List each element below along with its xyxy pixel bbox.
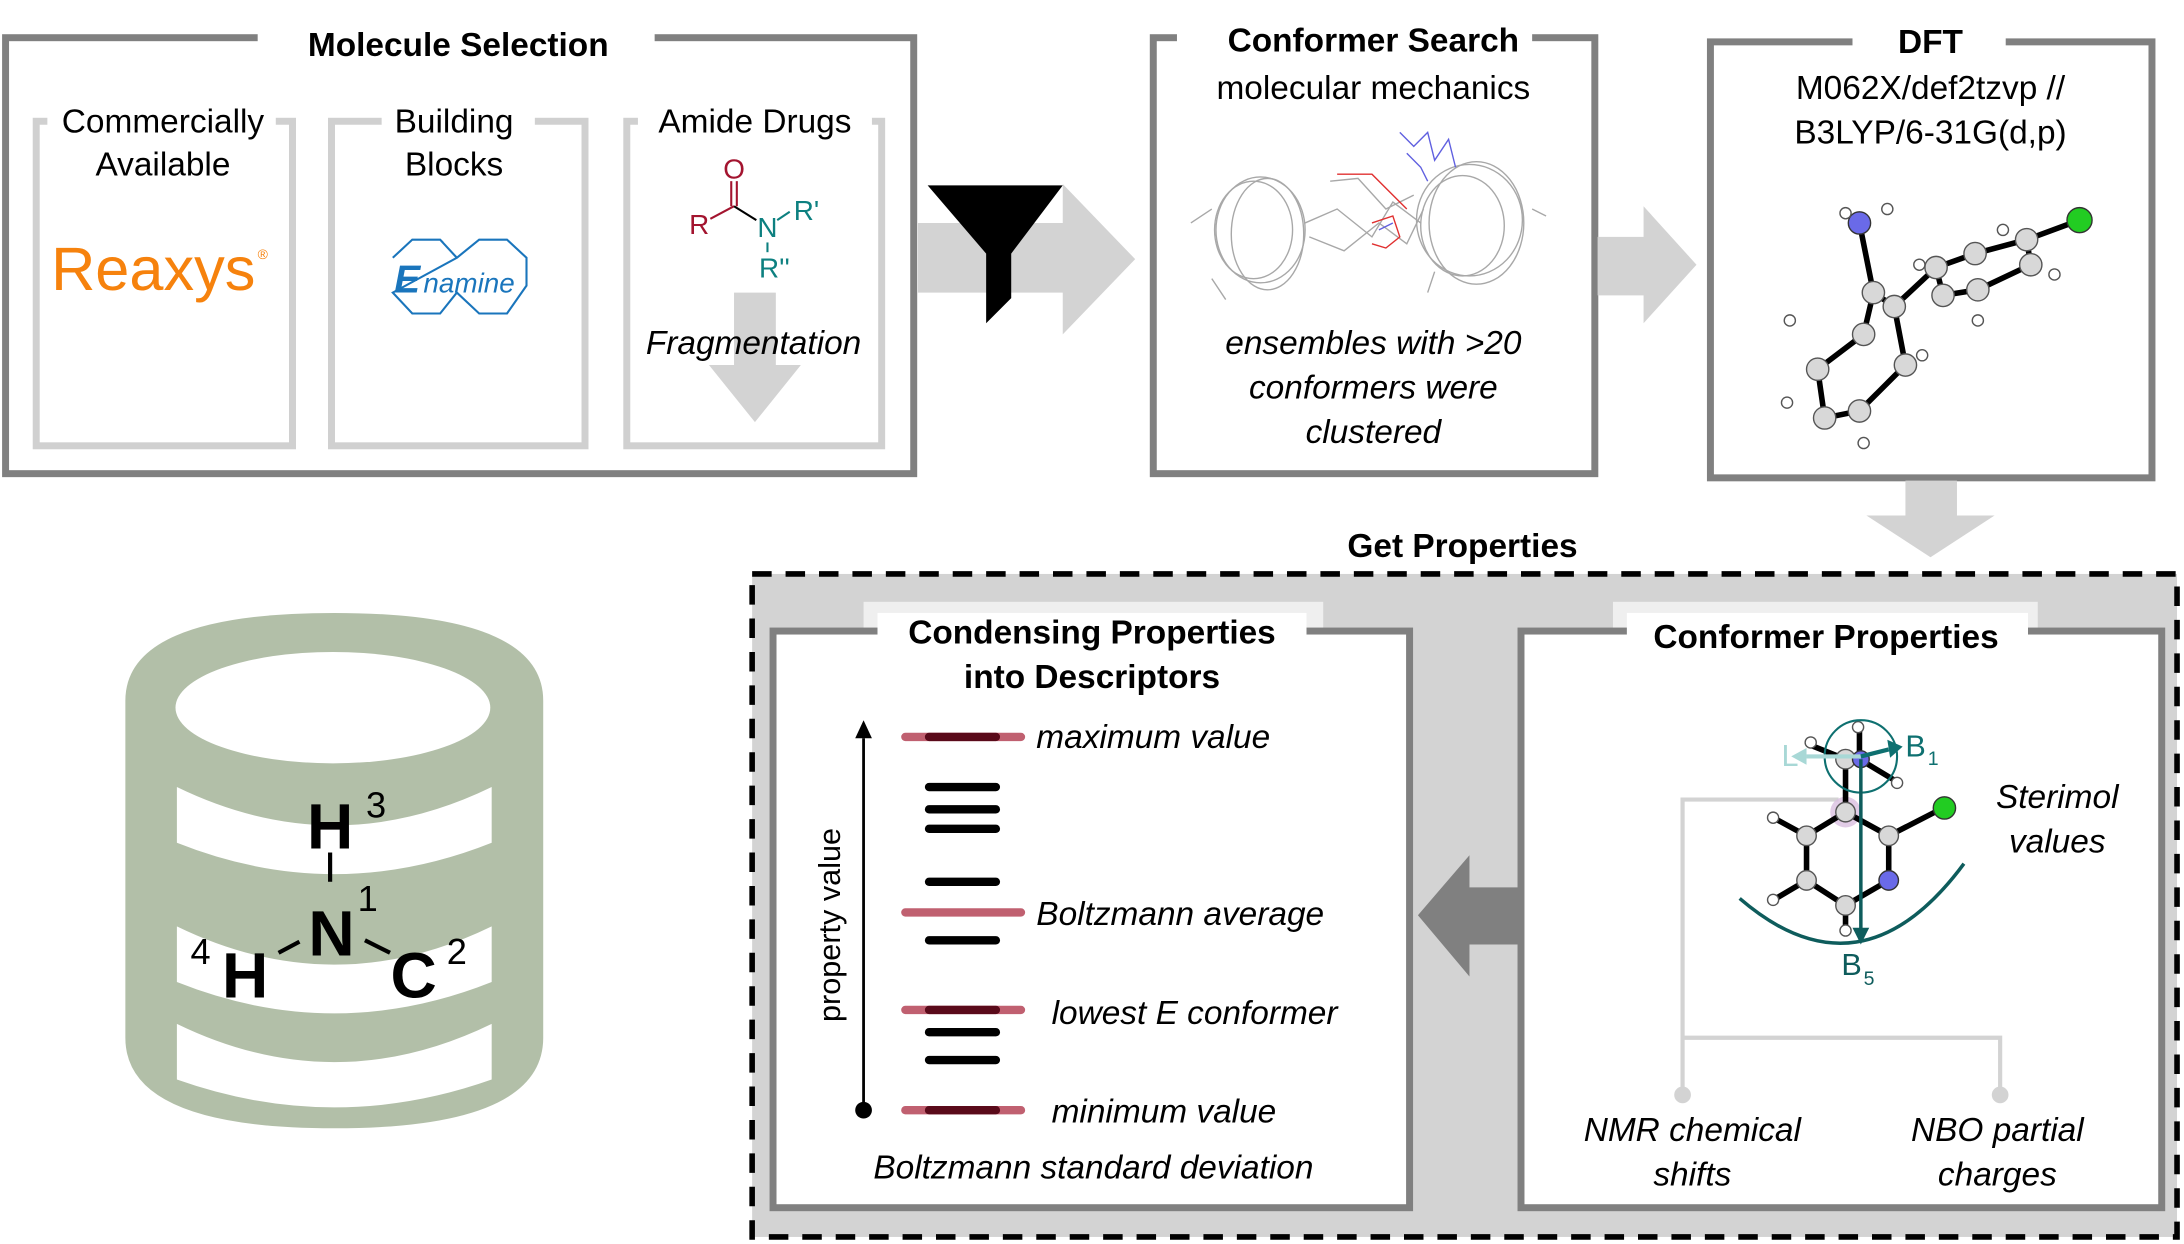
source-label-line1: Building: [395, 103, 514, 140]
atom-c2: C: [391, 939, 437, 1011]
b1-label: B: [1905, 729, 1925, 763]
atom-r-double-prime: R'': [759, 252, 790, 283]
descriptor-lowest-e: lowest E conformer: [1052, 995, 1340, 1032]
b5-arc: [1738, 862, 1966, 945]
enamine-logo: E namine: [391, 238, 528, 315]
atom-r: R: [689, 209, 709, 240]
b5-subscript: 5: [1864, 968, 1875, 990]
nitrogen-atom: [1847, 211, 1872, 235]
descriptor-std: Boltzmann standard deviation: [873, 1149, 1313, 1186]
reaxys-logo: Reaxys ®: [51, 235, 269, 303]
sterimol-annotations: L B 1 B 5: [1738, 719, 1966, 990]
condensing-panel: Condensing Properties into Descriptors p…: [769, 612, 1414, 1212]
atom-c2-number: 2: [447, 931, 467, 972]
nmr-node-dot: [1674, 1086, 1691, 1104]
dft-panel: DFT M062X/def2tzvp // B3LYP/6-31G(d,p): [1706, 24, 2156, 482]
enamine-logo-text: namine: [423, 268, 514, 299]
right-arrow-icon: [1597, 206, 1697, 324]
conformer-note-line2: conformers were: [1249, 369, 1498, 406]
chlorine-atom: [1932, 796, 1957, 820]
enamine-logo-e: E: [394, 259, 421, 302]
reaxys-logo-text: Reaxys: [51, 235, 255, 303]
down-arrow-icon: [1866, 480, 1995, 558]
nbo-line1: NBO partial: [1911, 1112, 2085, 1149]
nmr-line2: shifts: [1653, 1156, 1731, 1193]
conformer-search-box: [1149, 34, 1599, 478]
source-label-line2: Blocks: [405, 147, 503, 184]
atom-h3: H: [307, 790, 353, 862]
source-amide-drugs: Amide Drugs O R N R' R'' Fragmentation: [623, 100, 886, 450]
database-molecule: H 3 N 1 H 4 C 2: [191, 785, 467, 1012]
b1-arrow-icon: [1887, 739, 1903, 758]
molecule-selection-panel: Molecule Selection Commercially Availabl…: [2, 20, 918, 478]
filter-step: [917, 183, 1136, 335]
atom-n1: N: [308, 898, 354, 970]
source-label-line1: Commercially: [62, 103, 265, 140]
get-properties-panel: Condensing Properties into Descriptors p…: [749, 571, 2180, 1240]
molecule-selection-title: Molecule Selection: [308, 27, 609, 64]
right-arrow-icon: [917, 183, 1136, 335]
dft-title: DFT: [1898, 24, 1964, 61]
amide-structure: O R N R' R'': [689, 153, 819, 283]
fragmentation-label: Fragmentation: [646, 325, 861, 362]
sterimol-line2: values: [2009, 824, 2106, 861]
optimized-molecule-image: [1780, 202, 2093, 450]
source-label-line1: Amide Drugs: [658, 103, 851, 140]
nmr-line1: NMR chemical: [1584, 1112, 1803, 1149]
source-commercially-available: Commercially Available Reaxys ®: [32, 100, 296, 450]
atom-h3-number: 3: [366, 785, 386, 826]
dft-method-line2: B3LYP/6-31G(d,p): [1794, 115, 2066, 152]
property-tree-lines: [1680, 797, 2003, 1093]
source-building-blocks: Building Blocks E namine: [328, 100, 589, 450]
conformer-bars: [901, 732, 1026, 1115]
atom-nitrogen: N: [757, 212, 777, 243]
conformer-note-line3: clustered: [1306, 414, 1443, 451]
atom-h4-number: 4: [191, 931, 211, 972]
dft-method-line1: M062X/def2tzvp //: [1796, 70, 2066, 107]
axis-origin-dot: [855, 1101, 872, 1119]
b5-arrow-icon: [1852, 927, 1870, 945]
atom-r-prime: R': [794, 195, 819, 226]
axis-label: property value: [813, 828, 847, 1022]
source-box: [328, 117, 589, 450]
l-label: L: [1781, 739, 1798, 773]
conformer-properties-panel: Conformer Properties: [1517, 612, 2166, 1212]
condensing-box: [769, 627, 1414, 1212]
get-properties-title: Get Properties: [1347, 528, 1577, 565]
source-label-line2: Available: [95, 147, 230, 184]
funnel-icon: [927, 185, 1063, 324]
condensing-title-line2: into Descriptors: [964, 659, 1220, 696]
conformer-search-title: Conformer Search: [1228, 23, 1519, 60]
atom-h4: H: [222, 939, 268, 1011]
sterimol-molecule: [1766, 720, 1957, 937]
hexagon-outline-icon: [391, 238, 528, 315]
registered-mark: ®: [258, 246, 269, 262]
descriptor-average: Boltzmann average: [1036, 896, 1324, 933]
nbo-node-dot: [1991, 1086, 2009, 1104]
database-icon: H 3 N 1 H 4 C 2: [125, 612, 544, 1129]
conformer-search-panel: Conformer Search molecular mechanics ens…: [1149, 20, 1599, 478]
atom-n1-number: 1: [358, 878, 378, 919]
condensing-title-line1: Condensing Properties: [908, 615, 1276, 652]
conformer-properties-title: Conformer Properties: [1653, 619, 1998, 656]
axis-arrow-icon: [855, 720, 872, 739]
descriptor-min: minimum value: [1052, 1094, 1277, 1131]
b1-subscript: 1: [1928, 748, 1939, 770]
conformer-search-subtitle: molecular mechanics: [1216, 70, 1530, 107]
chlorine-atom: [2066, 206, 2093, 234]
conformer-ensemble-image: [1190, 131, 1547, 300]
conformer-note-line1: ensembles with >20: [1225, 325, 1522, 362]
descriptor-max: maximum value: [1036, 719, 1270, 756]
atom-oxygen: O: [723, 153, 745, 184]
sterimol-line1: Sterimol: [1996, 779, 2120, 816]
fragmentation-arrow-icon: [708, 292, 801, 423]
property-axis: property value: [813, 720, 872, 1119]
b5-label: B: [1841, 948, 1861, 982]
l-arrow-icon: [1791, 748, 1807, 765]
nbo-line2: charges: [1938, 1156, 2057, 1193]
left-arrow-icon: [1417, 855, 1521, 977]
